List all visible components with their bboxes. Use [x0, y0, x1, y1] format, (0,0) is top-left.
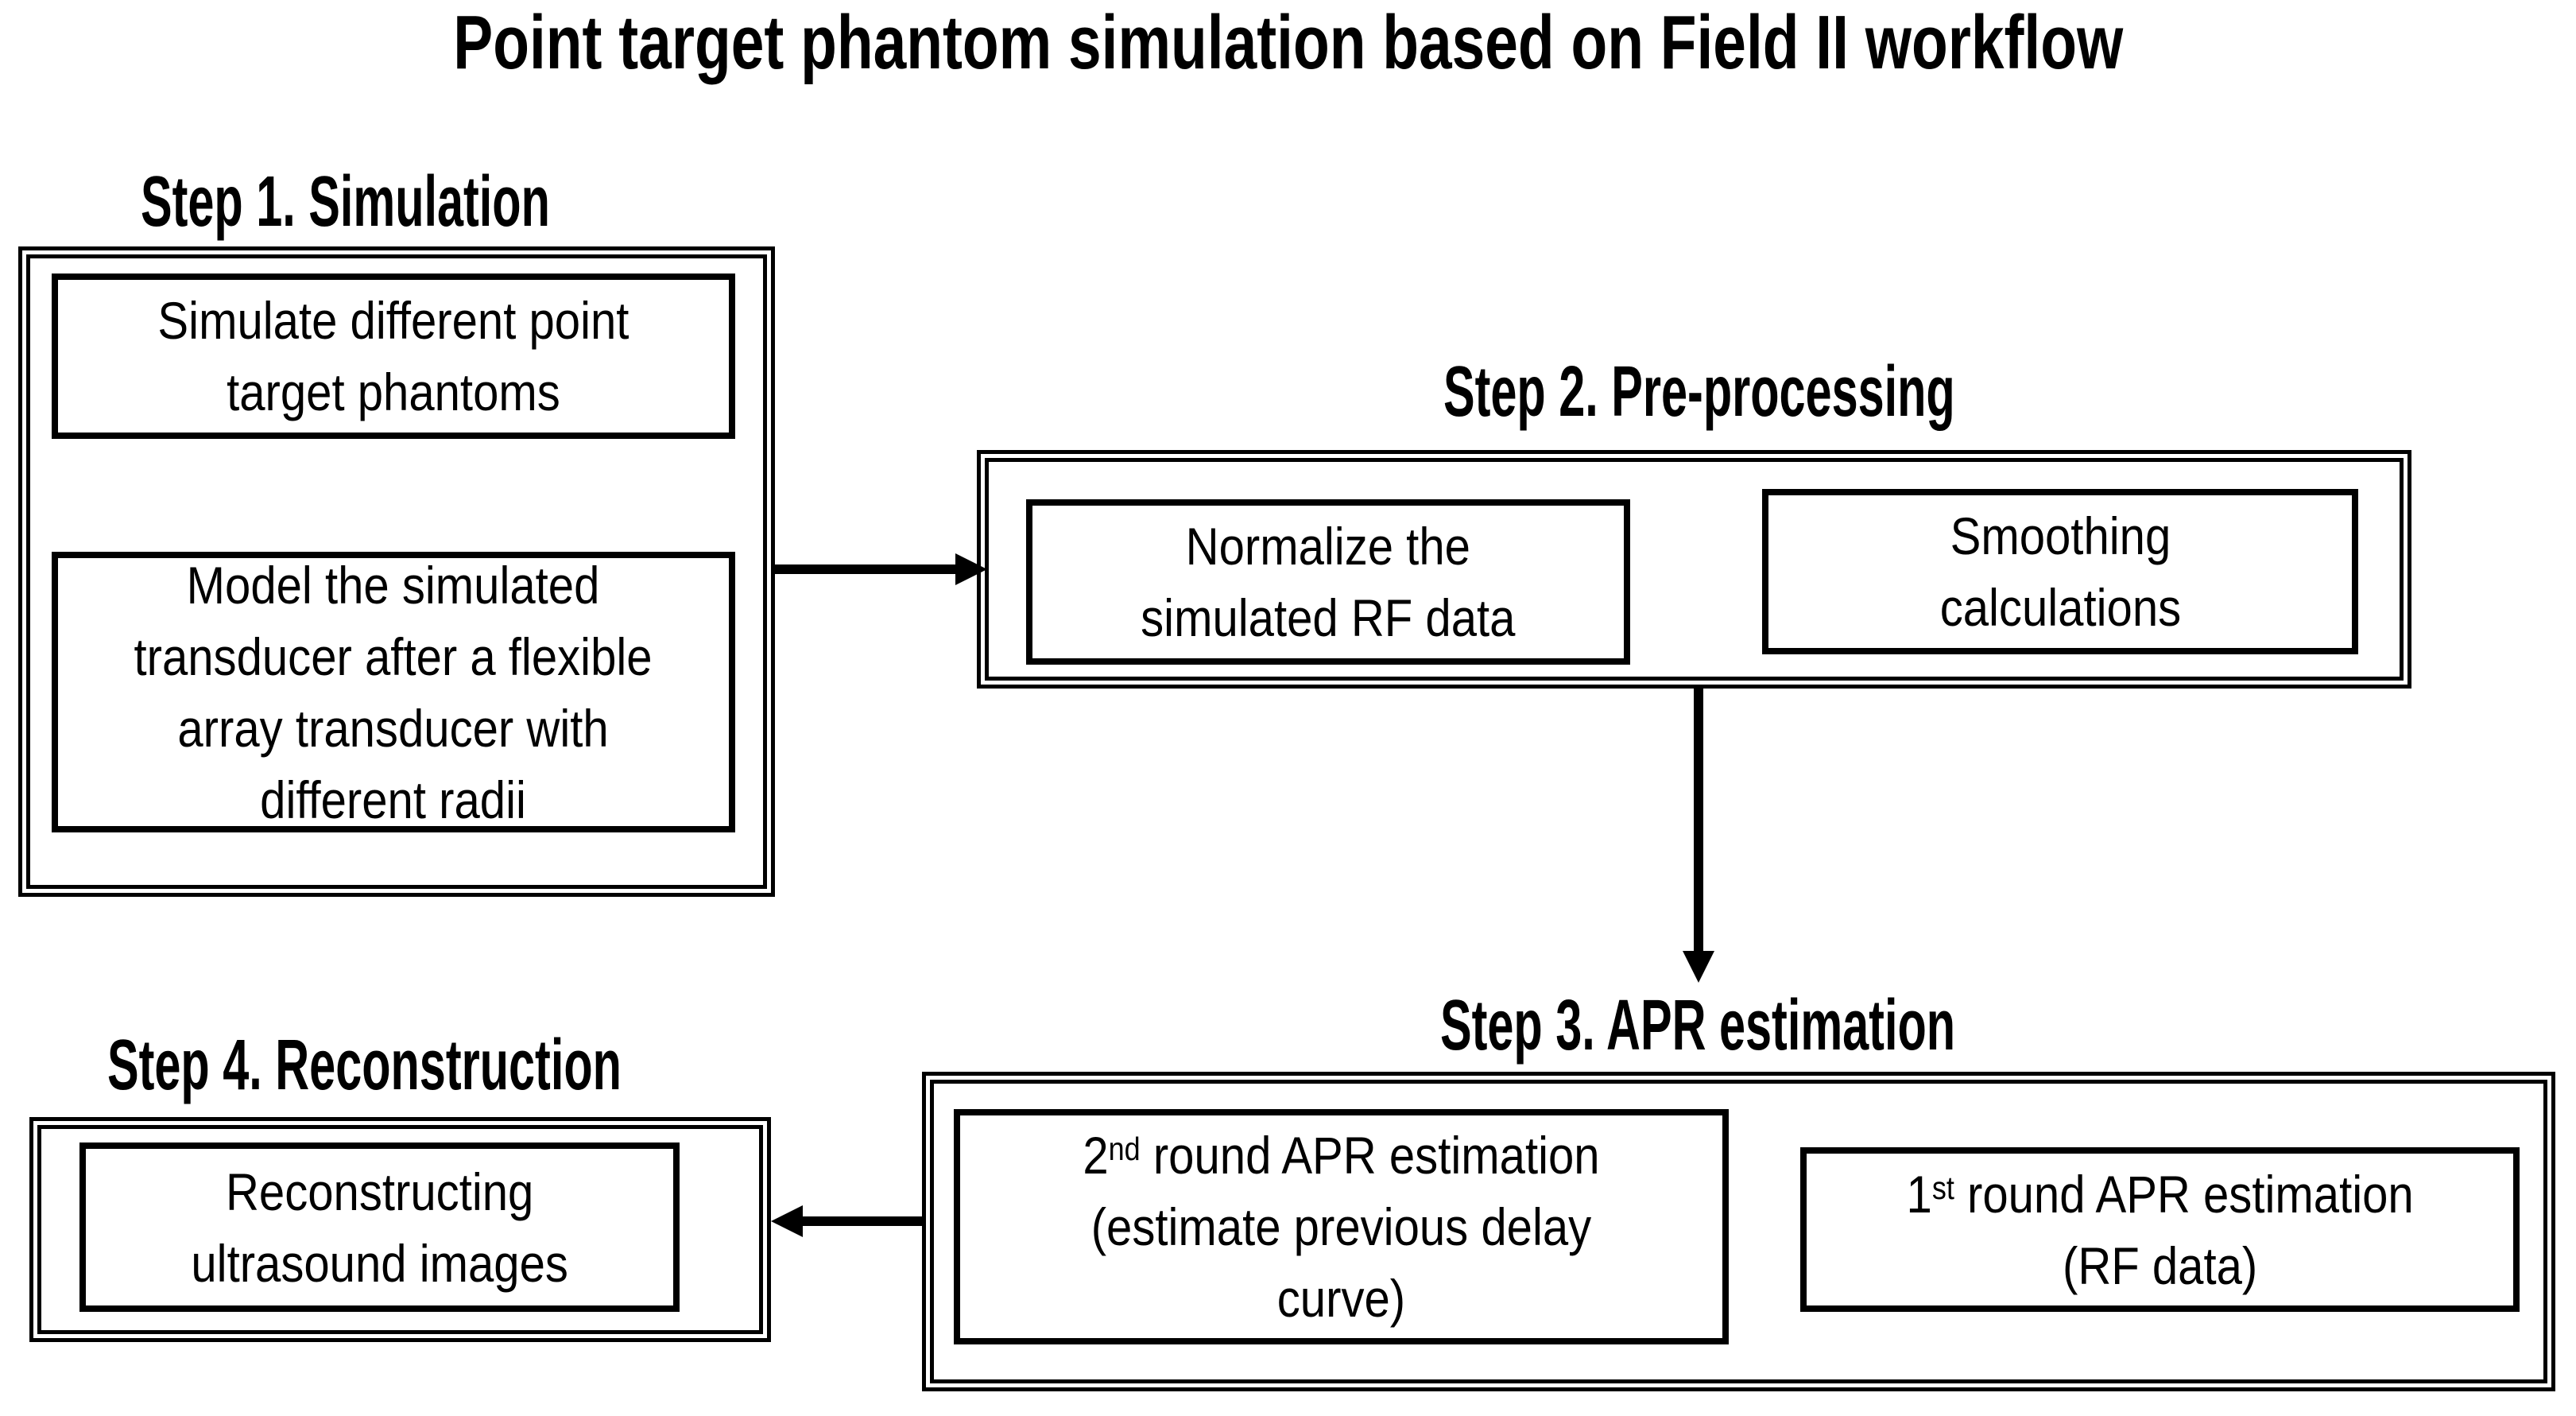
smoothing-calculations-text: Smoothing calculations [1939, 506, 2181, 637]
model-transducer-text: Model the simulated transducer after a f… [134, 555, 653, 829]
step3-heading-text: Step 3. APR estimation [1440, 986, 1956, 1065]
first-round-apr-text: 1st round APR estimation (RF data) [1906, 1158, 2413, 1302]
reconstruct-images-text: Reconstructing ultrasound images [191, 1162, 568, 1293]
step1-heading: Step 1. Simulation [141, 166, 761, 238]
first-round-rest: round APR estimation (RF data) [1966, 1164, 2414, 1295]
model-transducer-box: Model the simulated transducer after a f… [52, 552, 735, 832]
diagram-title: Point target phantom simulation based on… [0, 5, 2576, 81]
first-round-superscript: st [1931, 1169, 1954, 1206]
step4-heading: Step 4. Reconstruction [107, 1030, 886, 1101]
arrow-step3-to-step4-shaft [803, 1216, 922, 1226]
step4-group-box [29, 1117, 771, 1342]
second-round-superscript: nd [1108, 1130, 1141, 1167]
second-round-rest: round APR estimation (estimate previous … [1090, 1126, 1600, 1328]
step1-heading-text: Step 1. Simulation [141, 162, 550, 242]
step2-heading: Step 2. Pre-processing [1443, 356, 2218, 428]
arrow-step3-to-step4-head [771, 1205, 803, 1237]
first-round-base: 1 [1906, 1164, 1932, 1224]
step2-heading-text: Step 2. Pre-processing [1443, 352, 1955, 432]
first-round-apr-box: 1st round APR estimation (RF data) [1800, 1147, 2520, 1312]
reconstruct-images-box: Reconstructing ultrasound images [79, 1142, 680, 1312]
simulate-phantoms-box: Simulate different point target phantoms [52, 274, 735, 439]
arrow-step1-to-step2-shaft [773, 564, 956, 574]
arrow-step2-to-step3-head [1683, 951, 1714, 983]
simulate-phantoms-text: Simulate different point target phantoms [157, 291, 629, 421]
second-round-base: 2 [1083, 1126, 1109, 1185]
step3-group-box [922, 1072, 2555, 1391]
smoothing-calculations-box: Smoothing calculations [1762, 489, 2358, 654]
second-round-apr-box: 2nd round APR estimation (estimate previ… [954, 1109, 1729, 1344]
normalize-rf-box: Normalize the simulated RF data [1026, 499, 1630, 665]
second-round-apr-text: 2nd round APR estimation (estimate previ… [1083, 1119, 1599, 1334]
normalize-rf-text: Normalize the simulated RF data [1141, 517, 1516, 647]
step3-heading: Step 3. APR estimation [1440, 990, 2221, 1061]
step2-group-box [977, 450, 2411, 689]
diagram-title-text: Point target phantom simulation based on… [453, 0, 2123, 85]
step1-group-box [18, 246, 775, 897]
step4-heading-text: Step 4. Reconstruction [107, 1026, 622, 1105]
arrow-step2-to-step3-shaft [1694, 687, 1703, 952]
